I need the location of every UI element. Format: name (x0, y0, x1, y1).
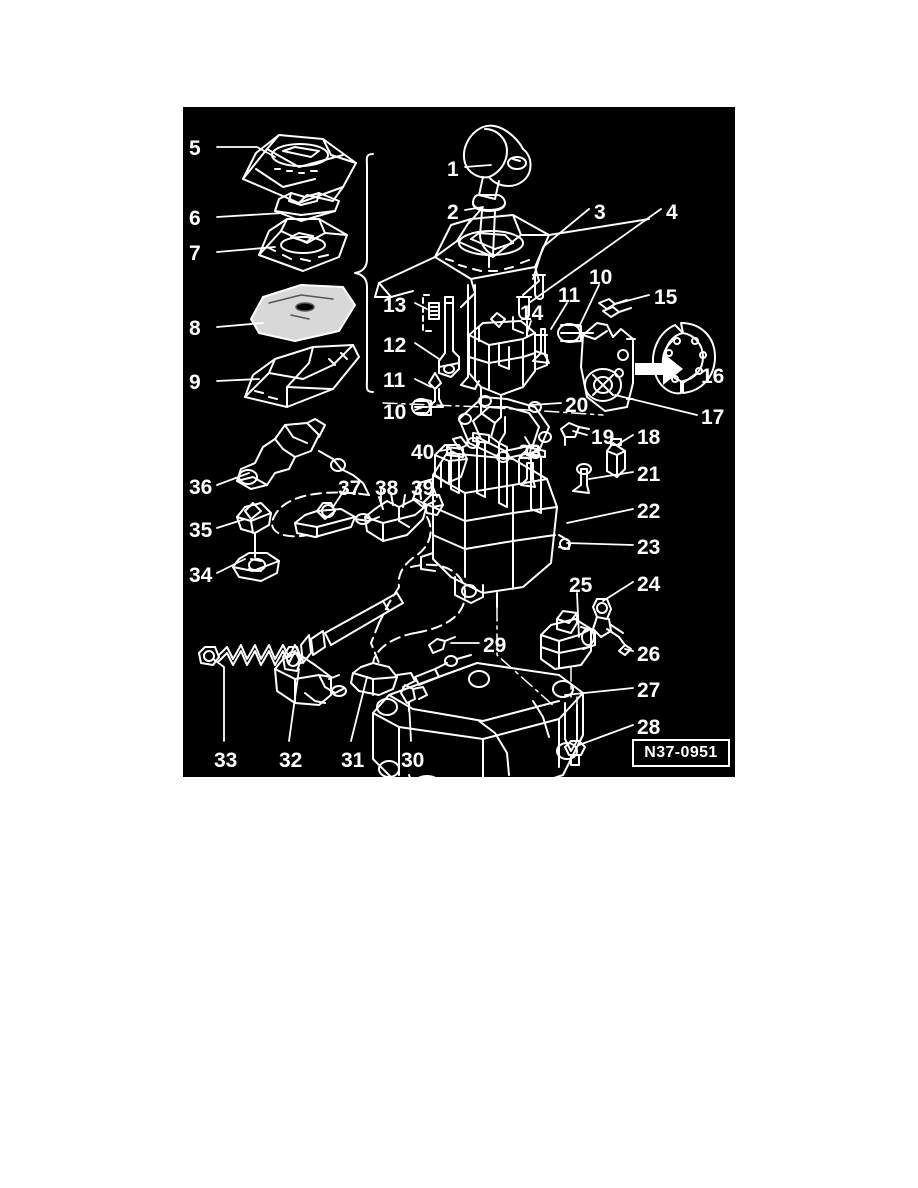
callout-32: 32 (279, 749, 303, 772)
leader-lines (212, 146, 698, 746)
part-36-cable-bracket (236, 418, 370, 496)
callout-11-alt: 11 (558, 284, 581, 307)
part-18-bracket (606, 438, 626, 478)
callout-35: 35 (189, 519, 213, 542)
part-9-console-body (244, 344, 360, 408)
part-37-cable-end-fitting (294, 502, 380, 538)
callout-24: 24 (637, 573, 661, 596)
callout-6: 6 (189, 207, 201, 230)
callout-31: 31 (341, 749, 365, 772)
callout-14: 14 (520, 302, 544, 325)
callout-7: 7 (189, 242, 201, 265)
shift-cable-routing (271, 491, 432, 664)
callout-3: 3 (594, 201, 606, 224)
callout-22: 22 (637, 500, 661, 523)
part-10-bushing-left (411, 398, 432, 416)
part-33-cable-spring-end (198, 592, 404, 666)
part-26-bolt (606, 624, 632, 656)
callout-10-alt: 10 (589, 266, 613, 289)
callout-27: 27 (637, 679, 661, 702)
part-1-shift-knob (463, 124, 532, 200)
assembly-arrow (635, 353, 683, 385)
part-34-cable-clamp (232, 552, 280, 582)
part-40-bracket (434, 436, 468, 484)
callout-38: 38 (375, 477, 399, 500)
callout-23-lower: 23 (637, 536, 661, 559)
callout-16: 16 (701, 365, 725, 388)
figure-part-number: N37-0951 (644, 744, 718, 761)
part-1-knob-collar (472, 194, 506, 212)
part-5-shift-surround (242, 134, 357, 204)
part-23-pin-upper (520, 462, 536, 488)
part-35-cable-grommet (236, 502, 272, 558)
callout-17: 17 (701, 406, 725, 429)
callout-18: 18 (637, 426, 661, 449)
callout-10: 10 (383, 401, 407, 424)
part-11-pin-left (428, 372, 444, 408)
callout-4: 4 (666, 201, 678, 224)
part-29-bolt (428, 636, 456, 654)
part-21-pivot-pin (572, 463, 592, 494)
callout-26: 26 (637, 643, 661, 666)
callout-20: 20 (565, 394, 589, 417)
alignment-axis (382, 402, 604, 416)
callout-8: 8 (189, 317, 201, 340)
part-22-selector-housing (412, 432, 571, 608)
callout-11: 11 (383, 369, 406, 392)
part-31-cable-adjuster (350, 654, 472, 696)
part-7-selector-cover (258, 218, 348, 272)
part-6-gate-bezel (274, 192, 340, 222)
part-4-cable-end (516, 296, 532, 320)
part-8-trim-insert (250, 284, 356, 342)
diagram-artwork (198, 124, 716, 777)
callout-19: 19 (591, 426, 615, 449)
part-12-lock-rod (438, 296, 460, 378)
exploded-diagram-panel: 5 6 7 8 9 1 2 3 4 13 12 11 10 14 11 10 1… (183, 107, 735, 777)
callout-29: 29 (483, 634, 507, 657)
part-16-detent-ring (652, 322, 716, 395)
callout-5: 5 (189, 137, 201, 160)
part-2-gate-housing (374, 214, 650, 308)
part-24-connector-lever (592, 598, 612, 638)
part-39-clip (422, 494, 444, 516)
callout-28: 28 (637, 716, 661, 739)
callout-9: 9 (189, 371, 201, 394)
callout-40: 40 (411, 441, 435, 464)
part-27-lower-housing (372, 662, 584, 777)
part-10-bushing-right (557, 323, 594, 343)
callout-15: 15 (654, 286, 678, 309)
callout-39: 39 (411, 477, 435, 500)
callout-34: 34 (189, 564, 213, 587)
callout-12: 12 (383, 334, 407, 357)
part-20-gasket (458, 395, 552, 463)
callout-30: 30 (401, 749, 425, 772)
assembly-brace (354, 153, 374, 393)
callout-37: 37 (338, 477, 362, 500)
callout-21: 21 (637, 463, 661, 486)
callout-36: 36 (189, 476, 213, 499)
selector-cable-routing (372, 563, 467, 664)
callout-23-upper: 23 (518, 441, 542, 464)
callout-25: 25 (569, 574, 593, 597)
part-38-cable-lever (364, 492, 428, 542)
part-11-pin-right (532, 328, 550, 364)
callout-1: 1 (447, 158, 459, 181)
part-13-spring-clip (422, 294, 440, 332)
callout-2: 2 (447, 201, 459, 224)
part-2-selector-lever (479, 210, 496, 268)
figure-part-number-box: N37-0951 (632, 739, 730, 767)
callout-13: 13 (383, 294, 407, 317)
part-25-shift-lock-solenoid (540, 610, 596, 670)
part-28-bolt (564, 740, 586, 766)
callout-33: 33 (214, 749, 238, 772)
